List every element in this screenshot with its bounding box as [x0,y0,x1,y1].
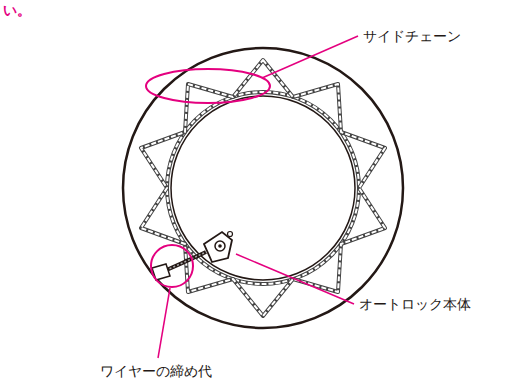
leader-line [236,254,354,304]
wire-highlight [151,245,193,287]
part-name: サイドチェーン [362,27,462,45]
page-fragment: い。 [2,1,32,19]
cross-chain [141,60,385,316]
leader-line [158,288,170,358]
tire-inner [171,96,355,280]
wire-strands [162,252,206,272]
part-name: オートロック本体 [358,295,472,313]
tire-outer [123,48,403,328]
side-chain-highlight [146,69,270,103]
wire [162,252,206,272]
leader-line [262,36,358,78]
cross-chain-links [141,60,385,316]
autolock-body [204,232,233,263]
part-name: ワイヤーの締め代 [99,362,213,380]
